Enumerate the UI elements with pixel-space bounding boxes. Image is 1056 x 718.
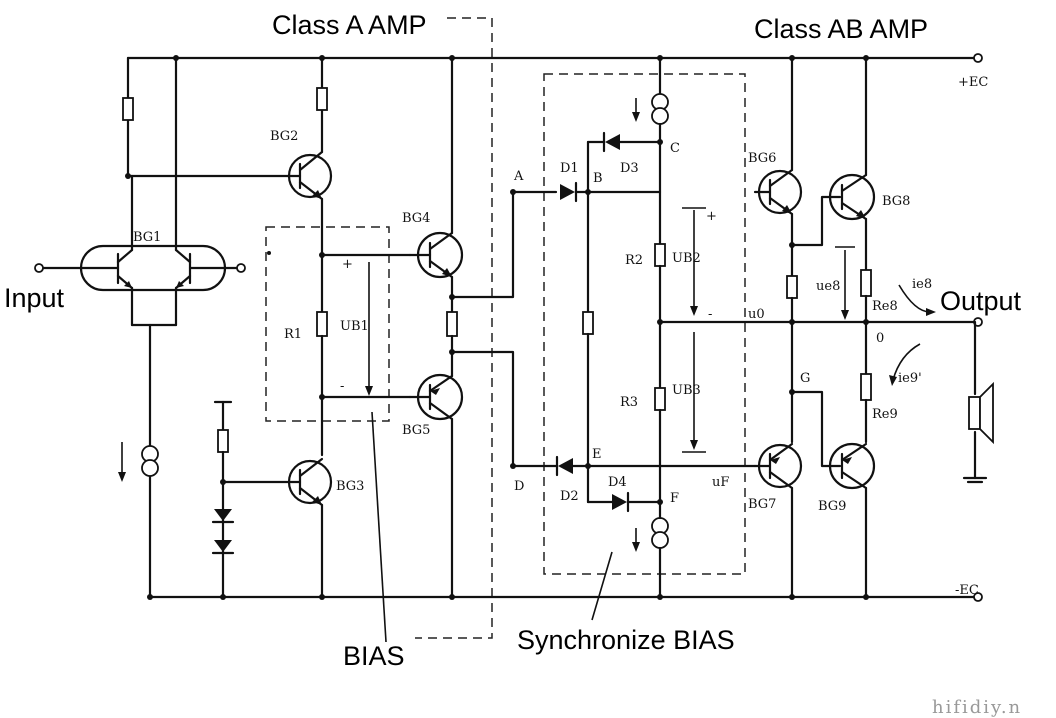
uf-label: uF — [712, 475, 729, 490]
bg6-emitter-resistor — [786, 275, 798, 299]
bg3-transistor — [221, 457, 333, 507]
bg9-label: BG9 — [818, 499, 846, 514]
bias-diode-string — [211, 509, 235, 555]
bias-region-outline — [265, 226, 390, 422]
bg2-collector-resistor — [316, 87, 328, 111]
node-d-label: D — [514, 479, 524, 494]
node-zero-label: 0 — [876, 331, 884, 346]
ub2-label: UB2 — [672, 251, 701, 266]
input-terminal — [34, 263, 44, 273]
r2-resistor — [654, 243, 666, 267]
tail-current-source — [118, 442, 159, 482]
bg1-differential-pair — [79, 244, 227, 292]
r1-label: R1 — [284, 327, 302, 342]
ub1-plus: + — [342, 257, 353, 272]
re8-resistor — [860, 269, 872, 297]
bg8-transistor — [828, 173, 876, 221]
bg6-label: BG6 — [748, 151, 776, 166]
bg7-transistor — [753, 442, 803, 490]
output-label: Output — [940, 286, 1022, 316]
r3-resistor — [654, 387, 666, 411]
bg9-transistor — [828, 442, 876, 490]
d3-diode — [602, 131, 620, 153]
d4-label: D4 — [608, 475, 627, 490]
bg3-bias-resistor — [217, 429, 229, 453]
bg5-label: BG5 — [402, 423, 430, 438]
bg4-label: BG4 — [402, 211, 430, 226]
bg7-label: BG7 — [748, 497, 776, 512]
ub1-minus: - — [340, 379, 344, 394]
re9-label: Re9 — [872, 407, 898, 422]
bg5-transistor — [408, 373, 464, 421]
d3-label: D3 — [620, 161, 639, 176]
node-g-label: G — [800, 371, 810, 386]
node-b-label: B — [593, 171, 603, 186]
ub2-minus: - — [708, 307, 712, 322]
ue8-label: ue8 — [816, 279, 840, 294]
input-label: Input — [4, 283, 65, 313]
d2-label: D2 — [560, 489, 579, 504]
re9-resistor — [860, 373, 872, 401]
node-e-label: E — [592, 447, 602, 462]
pos-rail-label: +EC — [958, 75, 988, 90]
node-f-label: F — [670, 491, 679, 506]
d1-diode — [560, 181, 578, 203]
u0-label: u0 — [748, 307, 765, 322]
sync-bias-label: Synchronize BIAS — [517, 625, 735, 655]
class-a-title: Class A AMP — [272, 10, 427, 40]
class-a-region-outline — [415, 17, 493, 639]
d1-label: D1 — [560, 161, 579, 176]
neg-rail-label: -EC — [955, 583, 979, 598]
watermark: hifidiy.n — [932, 697, 1022, 718]
positive-rail-terminal — [973, 53, 983, 63]
r1-resistor — [316, 311, 328, 337]
sync-bias-region-outline — [543, 73, 746, 575]
bg4-transistor — [408, 231, 464, 279]
node-c-label: C — [670, 141, 680, 156]
d2-diode — [555, 455, 573, 477]
b-e-resistor — [582, 311, 594, 335]
bg4-bg5-emitter-resistor — [446, 311, 458, 337]
r2-label: R2 — [625, 253, 643, 268]
bottom-current-source — [632, 517, 669, 552]
bg1-label: BG1 — [133, 230, 161, 245]
bg2-transistor — [286, 150, 333, 201]
re8-label: Re8 — [872, 299, 898, 314]
bg1-load-resistor — [122, 97, 134, 121]
speaker-icon — [968, 381, 994, 445]
class-ab-title: Class AB AMP — [754, 14, 928, 44]
ub1-label: UB1 — [340, 319, 369, 334]
bias-label: BIAS — [343, 641, 405, 671]
bg2-label: BG2 — [270, 129, 298, 144]
bg3-label: BG3 — [336, 479, 364, 494]
ub3-label: UB3 — [672, 383, 701, 398]
r3-label: R3 — [620, 395, 638, 410]
top-current-source — [632, 93, 669, 125]
ie9-label: ie9' — [898, 371, 922, 386]
ie8-label: ie8 — [912, 277, 932, 292]
negative-rail-terminal — [973, 592, 983, 602]
bg1-right-base-terminal — [236, 263, 246, 273]
node-a-label: A — [513, 169, 524, 184]
ub2-plus: + — [706, 209, 717, 224]
d4-diode — [612, 491, 630, 513]
bg8-label: BG8 — [882, 194, 910, 209]
bg6-transistor — [757, 168, 803, 216]
